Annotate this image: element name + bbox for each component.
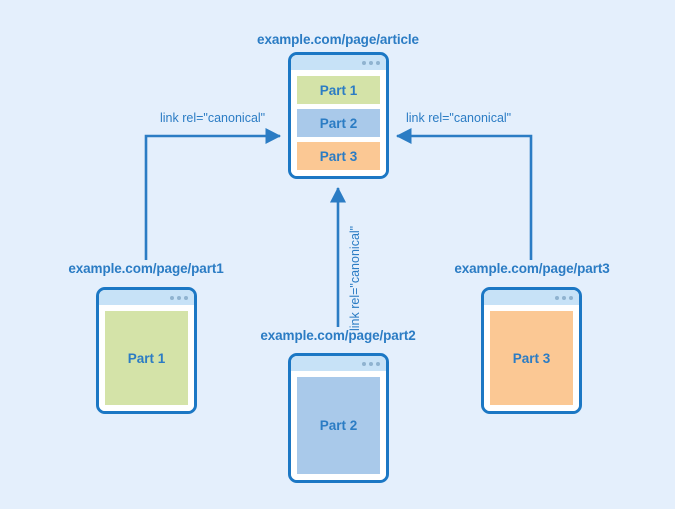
window-dot-icon <box>562 295 566 300</box>
window-dot-icon <box>376 361 380 366</box>
card-body-article: Part 1 Part 2 Part 3 <box>291 70 386 176</box>
content-block-part-3: Part 3 <box>490 311 573 405</box>
window-dot-icon <box>369 60 373 65</box>
content-block-part-3: Part 3 <box>297 142 380 170</box>
url-label-article: example.com/page/article <box>257 32 419 47</box>
window-dot-icon <box>184 295 188 300</box>
window-dot-icon <box>569 295 573 300</box>
window-dot-icon <box>177 295 181 300</box>
card-article[interactable]: Part 1 Part 2 Part 3 <box>288 52 389 179</box>
card-chrome-part3 <box>484 290 579 305</box>
content-block-part-2: Part 2 <box>297 109 380 137</box>
card-body-part2: Part 2 <box>291 371 386 480</box>
content-block-part-2: Part 2 <box>297 377 380 474</box>
url-label-part2: example.com/page/part2 <box>260 328 416 343</box>
card-part1[interactable]: Part 1 <box>96 287 197 414</box>
edge-label-middle: link rel="canonical" <box>348 225 362 331</box>
card-part2[interactable]: Part 2 <box>288 353 389 483</box>
url-label-part1: example.com/page/part1 <box>68 261 224 276</box>
card-chrome-part1 <box>99 290 194 305</box>
edge-label-left: link rel="canonical" <box>160 111 266 125</box>
connector-part3-to-article <box>395 127 533 260</box>
window-dot-icon <box>362 361 366 366</box>
window-dot-icon <box>362 60 366 65</box>
window-dot-icon <box>376 60 380 65</box>
content-block-part-1: Part 1 <box>105 311 188 405</box>
window-dot-icon <box>555 295 559 300</box>
card-chrome-article <box>291 55 386 70</box>
card-body-part3: Part 3 <box>484 305 579 411</box>
card-chrome-part2 <box>291 356 386 371</box>
edge-label-right: link rel="canonical" <box>406 111 512 125</box>
content-block-part-1: Part 1 <box>297 76 380 104</box>
window-dot-icon <box>170 295 174 300</box>
card-part3[interactable]: Part 3 <box>481 287 582 414</box>
window-dot-icon <box>369 361 373 366</box>
connector-part1-to-article <box>144 127 282 260</box>
url-label-part3: example.com/page/part3 <box>454 261 610 276</box>
card-body-part1: Part 1 <box>99 305 194 411</box>
